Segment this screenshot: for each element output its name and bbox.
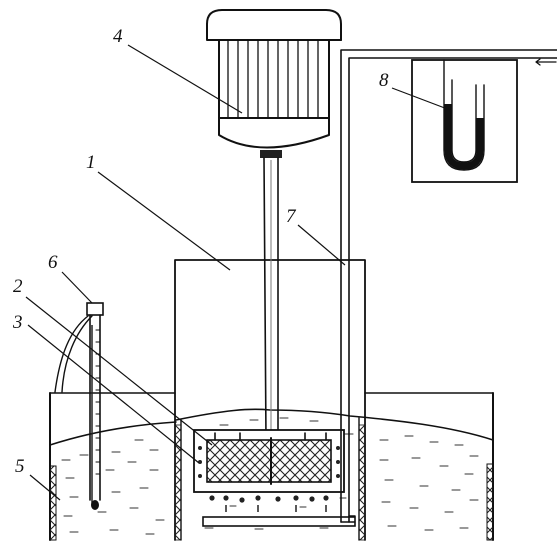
label-2: 2 (13, 276, 23, 297)
inner-container (174, 259, 366, 541)
outer-tank (49, 392, 494, 541)
gas-distributor (202, 516, 356, 527)
leader-6 (61, 271, 93, 304)
leader-4 (127, 44, 243, 114)
label-7: 7 (286, 206, 297, 227)
thermometer (54, 302, 104, 510)
labels: 1 2 3 4 5 6 7 8 (12, 26, 389, 477)
gas-tube (340, 49, 557, 523)
leader-5 (29, 474, 61, 501)
impeller-basket (193, 429, 345, 493)
label-5: 5 (15, 456, 25, 477)
label-8: 8 (379, 70, 389, 91)
leader-3 (27, 324, 200, 464)
label-1: 1 (86, 152, 96, 173)
leader-1 (97, 171, 231, 271)
manometer (411, 59, 518, 183)
leader-8 (391, 87, 451, 111)
aeration-bubbles (209, 495, 329, 512)
label-4: 4 (113, 26, 123, 47)
label-6: 6 (48, 252, 58, 273)
leader-2 (25, 296, 213, 446)
motor (206, 9, 342, 158)
stirrer-shaft (263, 157, 279, 441)
leader-lines (25, 44, 451, 501)
label-3: 3 (12, 312, 23, 333)
leader-7 (297, 224, 346, 266)
